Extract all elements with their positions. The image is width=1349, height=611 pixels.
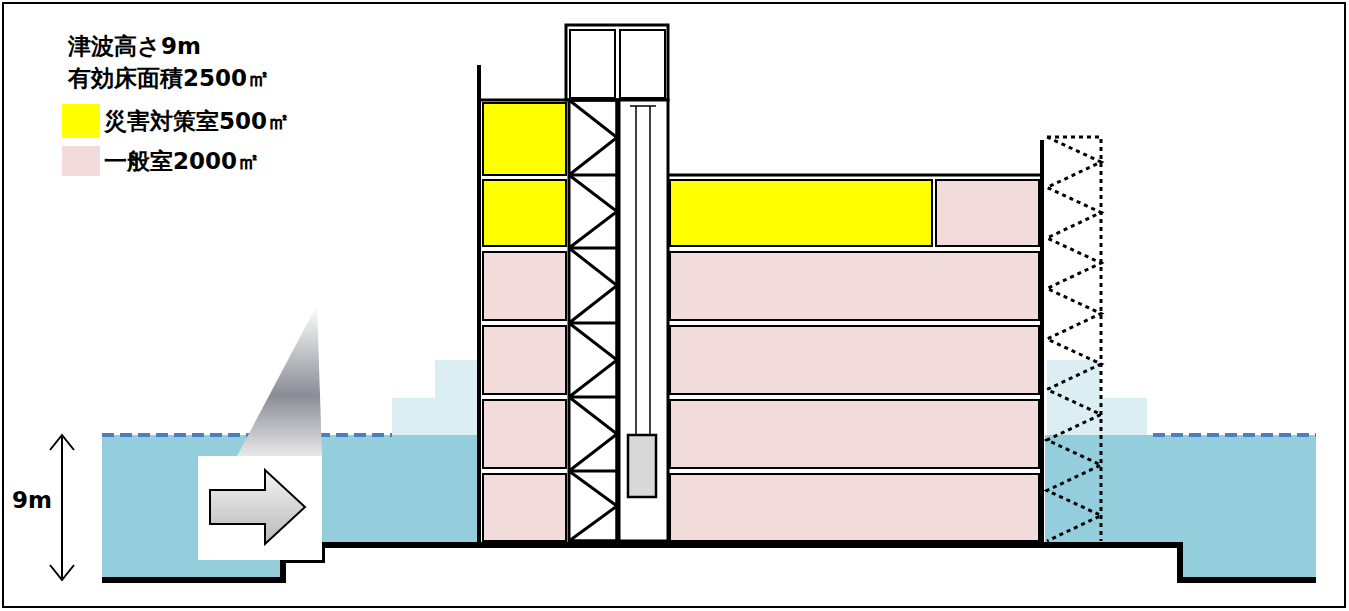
brace-stroke [569, 471, 617, 541]
legend-swatch [62, 104, 100, 138]
brace-stroke [569, 100, 617, 175]
brace-stroke [1047, 137, 1101, 541]
note-text: 津波高さ9m [68, 32, 201, 60]
dimension-label: 9m [12, 486, 52, 514]
legend-text: 災害対策室500㎡ [104, 107, 290, 135]
note-text: 有効床面積2500㎡ [68, 64, 270, 92]
brace-stroke [569, 175, 617, 248]
legend-swatch [62, 146, 100, 176]
brace-stroke [569, 397, 617, 471]
legend-text: 一般室2000㎡ [104, 147, 260, 175]
brace-stroke [569, 248, 617, 323]
brace-stroke [569, 323, 617, 397]
